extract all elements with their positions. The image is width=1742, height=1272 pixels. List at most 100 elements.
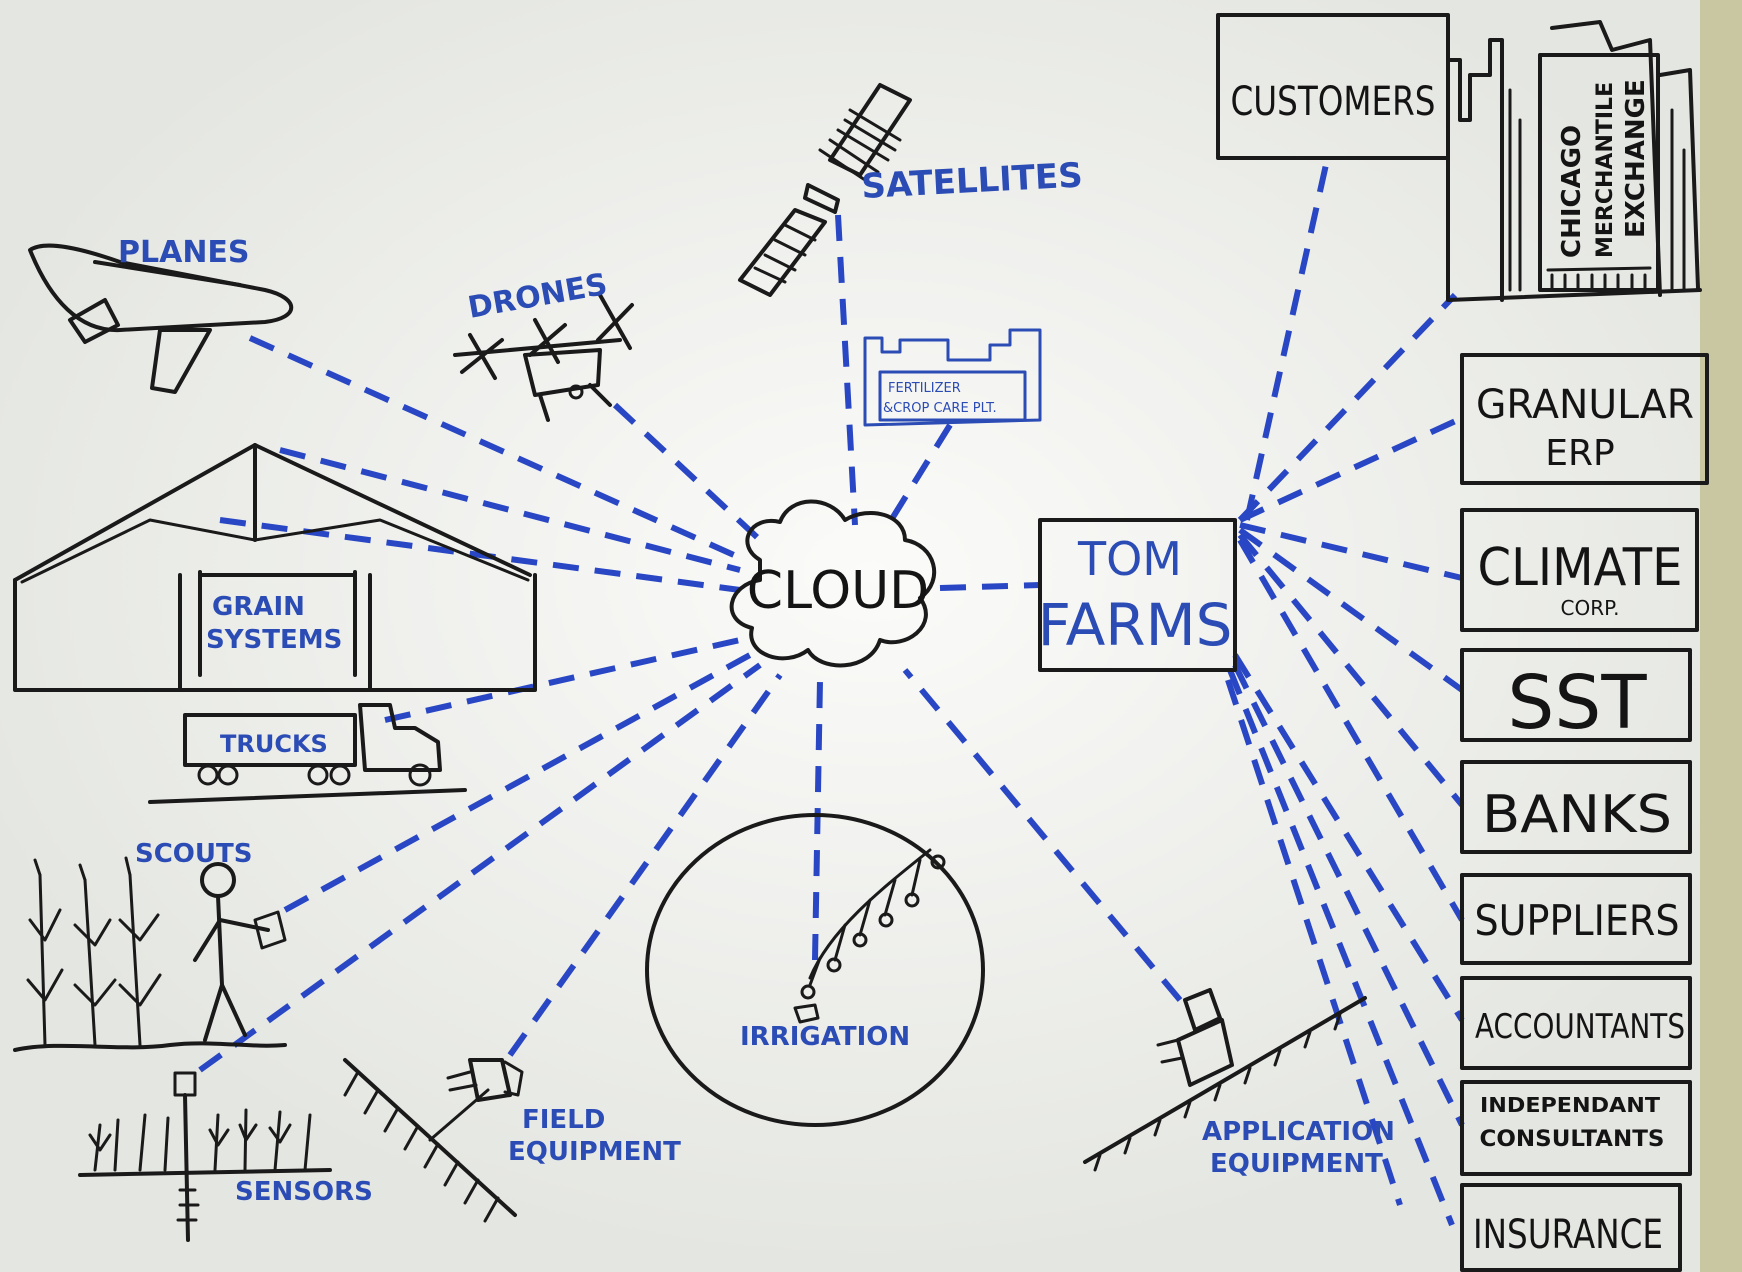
pivot-sprinkler-icon	[793, 848, 946, 1024]
accountants-frame	[1460, 976, 1692, 1070]
granular-label-line1: GRANULAR	[1476, 382, 1694, 428]
link-farms-banks	[1237, 533, 1465, 807]
trucks-label: TRUCKS	[220, 730, 328, 758]
link-field-cloud	[507, 673, 783, 1057]
tom-farms-box[interactable]: TOM FARMS	[1038, 518, 1237, 672]
fertilizer-label-line2: &CROP CARE PLT.	[883, 401, 997, 416]
cloud-label: CLOUD	[747, 561, 929, 621]
city-skyline-icon	[1446, 20, 1702, 302]
granular-label-line2: ERP	[1545, 433, 1614, 474]
climate-corp-box[interactable]: CLIMATE CORP.	[1460, 508, 1699, 632]
tom-farms-frame	[1038, 518, 1237, 672]
grain-bins-icon	[13, 443, 537, 692]
trucks-node[interactable]: TRUCKS	[148, 703, 467, 804]
link-farms-customers	[1244, 159, 1330, 521]
sensors-node[interactable]: SENSORS	[78, 1071, 373, 1242]
customers-box[interactable]: CUSTOMERS	[1216, 13, 1450, 160]
link-farms-sst	[1238, 527, 1464, 693]
field-equipment-node[interactable]: FIELD EQUIPMENT	[343, 1058, 681, 1223]
insurance-box[interactable]: INSURANCE	[1460, 1183, 1682, 1272]
cloud-hub[interactable]: CLOUD	[729, 499, 937, 668]
link-trucks-cloud	[384, 637, 741, 723]
insurance-frame	[1460, 1183, 1682, 1272]
climate-corp-frame	[1460, 508, 1699, 632]
banks-box[interactable]: BANKS	[1460, 760, 1692, 854]
tractor-tillage-icon	[343, 1058, 524, 1223]
cme-node[interactable]: CHICAGO MERCHANTILE EXCHANGE	[1446, 20, 1702, 302]
corn-stalks-icon	[13, 856, 287, 1052]
connector-lines	[198, 159, 1465, 1227]
sst-label: SST	[1507, 660, 1647, 746]
field-equipment-label-line1: FIELD	[522, 1105, 605, 1135]
granular-erp-box[interactable]: GRANULAR ERP	[1460, 353, 1709, 485]
scout-person-icon	[193, 862, 287, 1042]
link-scouts-cloud	[283, 652, 752, 913]
tom-farms-label-line1: TOM	[1077, 532, 1182, 586]
sst-box[interactable]: SST	[1460, 648, 1692, 746]
link-application-cloud	[902, 668, 1183, 1002]
consultants-frame	[1460, 1080, 1692, 1176]
cme-label-line2: MERCHANTILE	[1593, 82, 1618, 258]
link-irrigation-cloud	[812, 679, 823, 961]
drone-icon	[453, 293, 634, 422]
truck-icon	[148, 703, 467, 804]
grain-systems-node[interactable]: GRAIN SYSTEMS	[13, 443, 537, 692]
granular-erp-frame	[1460, 353, 1709, 485]
wall-edge	[1700, 0, 1742, 1272]
suppliers-frame	[1460, 873, 1692, 965]
link-satellites-cloud	[835, 214, 858, 526]
climate-label-line1: CLIMATE	[1478, 538, 1683, 598]
link-farms-suppliers	[1237, 538, 1465, 922]
link-fertilizer-cloud	[882, 423, 953, 532]
link-cloud-farms	[939, 582, 1041, 591]
link-farms-consultants	[1232, 663, 1465, 1127]
customers-label: CUSTOMERS	[1231, 79, 1436, 125]
application-label-line1: APPLICATION	[1202, 1117, 1395, 1147]
cloud-icon	[729, 499, 937, 668]
airplane-icon	[28, 243, 294, 394]
climate-label-line2: CORP.	[1561, 596, 1620, 620]
link-farms-insurance	[1227, 668, 1455, 1227]
irrigation-label: IRRIGATION	[740, 1022, 910, 1052]
customers-frame	[1216, 13, 1450, 160]
link-sensors-cloud	[198, 662, 762, 1073]
application-equipment-node[interactable]: APPLICATION EQUIPMENT	[1083, 988, 1395, 1179]
cme-label-line1: CHICAGO	[1557, 125, 1587, 258]
fertilizer-label-line1: FERTILIZER	[888, 381, 961, 396]
consultants-label-line1: INDEPENDANT	[1480, 1093, 1660, 1117]
planes-node[interactable]: PLANES	[28, 235, 294, 394]
grain-label-line2: SYSTEMS	[206, 625, 342, 655]
link-farms-application	[1225, 679, 1403, 1206]
accountants-label: ACCOUNTANTS	[1475, 1007, 1685, 1047]
independent-consultants-box[interactable]: INDEPENDANT CONSULTANTS	[1460, 1080, 1692, 1176]
irrigation-node[interactable]: IRRIGATION	[645, 813, 985, 1127]
grain-label-line1: GRAIN	[212, 592, 305, 622]
sst-frame	[1460, 648, 1692, 742]
banks-frame	[1460, 760, 1692, 854]
link-farms-cme	[1237, 292, 1458, 523]
tom-farms-label-line2: FARMS	[1038, 591, 1233, 659]
soil-sensor-icon	[78, 1071, 332, 1242]
banks-label: BANKS	[1482, 785, 1672, 845]
pivot-field-circle	[645, 813, 985, 1127]
link-drones-cloud	[612, 402, 763, 543]
consultants-label-line2: CONSULTANTS	[1480, 1127, 1665, 1152]
fertilizer-node[interactable]: FERTILIZER &CROP CARE PLT.	[863, 328, 1042, 427]
link-grain-cloud-a	[279, 447, 741, 573]
scouts-node[interactable]: SCOUTS	[13, 839, 287, 1052]
application-label-line2: EQUIPMENT	[1210, 1149, 1383, 1179]
suppliers-box[interactable]: SUPPLIERS	[1460, 873, 1692, 965]
factory-icon	[863, 328, 1042, 427]
link-farms-climate	[1239, 522, 1463, 581]
insurance-label: INSURANCE	[1473, 1212, 1663, 1258]
suppliers-label: SUPPLIERS	[1475, 896, 1680, 945]
scouts-label: SCOUTS	[135, 839, 252, 869]
link-farms-accountants	[1232, 653, 1465, 1022]
satellite-icon	[738, 83, 912, 297]
accountants-box[interactable]: ACCOUNTANTS	[1460, 976, 1692, 1070]
field-equipment-label-line2: EQUIPMENT	[508, 1137, 681, 1167]
link-planes-cloud	[248, 335, 747, 563]
planes-label: PLANES	[118, 235, 250, 270]
